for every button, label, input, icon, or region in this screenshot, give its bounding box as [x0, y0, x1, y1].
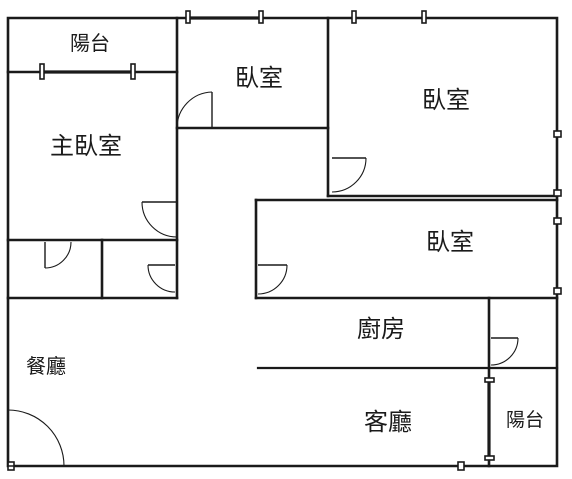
room-label-master-bedroom: 主臥室	[50, 132, 122, 160]
window-balcony-right	[484, 377, 495, 461]
room-label-balcony-right: 陽台	[506, 409, 544, 431]
doors	[7, 91, 519, 467]
door-master-bedroom	[141, 201, 178, 238]
room-label-kitchen: 廚房	[357, 315, 405, 343]
room-label-dining-room: 餐廳	[26, 354, 66, 378]
room-label-balcony-top: 陽台	[70, 31, 110, 55]
window-small-bedroom	[185, 10, 264, 24]
door-middle-bedroom	[257, 264, 288, 295]
window-large-bedroom-east	[553, 130, 562, 197]
outer-wall	[6, 16, 559, 468]
window-middle-bedroom-east	[553, 217, 562, 295]
window-large-bedroom	[351, 10, 427, 24]
door-small-bedroom	[176, 91, 213, 129]
door-storage-right	[147, 264, 176, 293]
window-balcony-top	[39, 63, 136, 80]
door-large-bedroom	[331, 157, 367, 193]
room-label-bedroom-small: 臥室	[235, 64, 283, 92]
room-label-bedroom-large: 臥室	[422, 86, 470, 114]
room-label-living-room: 客廳	[364, 408, 412, 436]
door-kitchen-service	[490, 337, 519, 366]
door-entrance	[7, 409, 65, 467]
room-label-bedroom-middle: 臥室	[426, 228, 474, 256]
door-storage-left	[44, 241, 72, 269]
room-labels: 陽台 主臥室 臥室 臥室 臥室 廚房 餐廳 客廳 陽台	[26, 31, 544, 436]
